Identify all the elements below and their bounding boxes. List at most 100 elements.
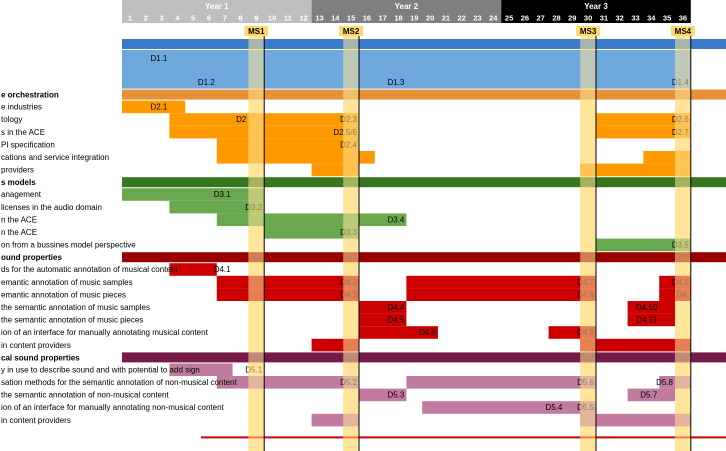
month-number-25: 25 — [505, 14, 513, 23]
row-label-8: cations and service integration — [1, 153, 109, 162]
month-number-33: 33 — [631, 14, 639, 23]
month-number-21: 21 — [442, 14, 450, 23]
deliverable-d4-10-1: D4.10 — [636, 303, 658, 312]
row-label-15: on from a bussines model perspective — [1, 241, 136, 250]
deliverable-d5-4-0: D5.4 — [545, 403, 562, 412]
milestone-label-ms4: MS4 — [675, 27, 692, 36]
task-bar-5-1 — [596, 113, 691, 126]
deliverable-d5-3-0: D5.3 — [387, 391, 404, 400]
task-bar-22-0 — [359, 326, 438, 339]
deliverable-d1-2-0: D1.2 — [198, 78, 215, 87]
deliverable-d4-1-0: D4.1 — [214, 265, 231, 274]
month-number-13: 13 — [315, 14, 323, 23]
task-bar-6-1 — [596, 125, 691, 139]
month-number-8: 8 — [238, 14, 242, 23]
header-bar-24 — [122, 352, 726, 363]
task-bar-9-1 — [580, 163, 691, 177]
month-number-7: 7 — [223, 14, 227, 23]
task-bar-18-0 — [216, 275, 359, 289]
row-header-label-10: s models — [1, 178, 36, 187]
row-label-28: ion of an interface for manually annotat… — [1, 403, 225, 412]
row-label-17: ds for the automatic annotation of music… — [1, 265, 178, 274]
month-number-17: 17 — [379, 14, 387, 23]
row-label-5: tology — [1, 115, 22, 124]
milestone-overlay-ms4 — [675, 37, 691, 451]
row-header-label-24: cal sound properties — [1, 353, 80, 362]
task-bar-4-0 — [122, 100, 186, 114]
row-label-13: n the ACE — [1, 215, 37, 224]
task-bar-11-0 — [122, 188, 265, 201]
header-bar-0 — [122, 39, 726, 49]
task-bar-21-0 — [359, 313, 407, 327]
row-label-25: y in use to describe sound and with pote… — [1, 365, 200, 374]
month-number-14: 14 — [331, 14, 340, 23]
row-label-9: providers — [1, 166, 34, 175]
month-number-34: 34 — [647, 14, 656, 23]
row-label-29: in content providers — [1, 416, 71, 425]
header-bar-30 — [201, 436, 726, 439]
month-number-4: 4 — [175, 14, 180, 23]
task-bar-25-0 — [169, 363, 233, 376]
month-number-5: 5 — [191, 14, 195, 23]
row-label-14: n the ACE — [1, 228, 37, 237]
deliverable-d4-4-0: D4.4 — [387, 303, 404, 312]
deliverable-d5-7-1: D5.7 — [640, 391, 657, 400]
row-header-label-3: e orchestration — [1, 91, 59, 100]
milestone-box-ms3 — [576, 26, 600, 36]
month-row-2 — [311, 12, 502, 23]
year-header-1 — [122, 0, 312, 12]
task-bar-14-0 — [264, 226, 359, 239]
month-number-15: 15 — [347, 14, 355, 23]
header-bar-10 — [122, 177, 726, 188]
row-label-22: ion of an interface for manually annotat… — [1, 328, 209, 337]
row-label-11: anagement — [1, 190, 42, 199]
milestone-box-ms2 — [339, 26, 363, 36]
month-number-19: 19 — [410, 14, 418, 23]
deliverable-d3-4-0: D3.4 — [387, 215, 404, 224]
month-number-2: 2 — [144, 14, 148, 23]
month-number-31: 31 — [600, 14, 608, 23]
task-bar-17-0 — [169, 263, 217, 276]
task-bar-18-1 — [406, 275, 596, 289]
year-header-2 — [311, 0, 502, 12]
year-header-3 — [501, 0, 691, 12]
milestone-overlay-ms1 — [248, 37, 265, 451]
month-number-22: 22 — [458, 14, 466, 23]
deliverable-d4-11-1: D4.11 — [636, 316, 657, 325]
year-label-2: Year 2 — [395, 2, 419, 11]
task-bar-20-1 — [627, 301, 675, 314]
milestone-box-ms1 — [244, 26, 269, 36]
year-label-1: Year 1 — [205, 2, 229, 11]
deliverable-d4-5-0: D4.5 — [387, 316, 404, 325]
task-bar-19-1 — [406, 288, 596, 301]
month-number-10: 10 — [268, 14, 276, 23]
month-number-28: 28 — [552, 14, 560, 23]
row-label-6: s in the ACE — [1, 128, 45, 137]
month-number-36: 36 — [679, 14, 687, 23]
row-label-18: emantic annotation of music samples — [1, 278, 133, 287]
task-bar-12-0 — [169, 200, 265, 214]
year-label-3: Year 3 — [584, 2, 608, 11]
task-bar-26-1 — [406, 376, 596, 389]
month-number-3: 3 — [159, 14, 163, 23]
month-number-1: 1 — [128, 14, 132, 23]
row-label-26: sation methods for the semantic annotati… — [1, 378, 237, 387]
deliverable-d4-6-0: D4.6 — [419, 328, 436, 337]
month-row-1 — [122, 12, 312, 23]
month-number-12: 12 — [300, 14, 308, 23]
milestone-label-ms3: MS3 — [580, 27, 597, 36]
row-label-12: licenses in the audio domain — [1, 203, 102, 212]
month-number-20: 20 — [426, 14, 434, 23]
month-number-18: 18 — [394, 14, 402, 23]
header-bar-16 — [122, 252, 726, 263]
month-number-29: 29 — [568, 14, 576, 23]
header-bar-3 — [122, 89, 726, 100]
milestone-label-ms2: MS2 — [343, 27, 360, 36]
task-bar-21-1 — [627, 313, 675, 327]
row-label-27: the semantic annotation of non-musical c… — [1, 391, 169, 400]
milestone-overlay-ms3 — [580, 37, 596, 451]
deliverable-d3-1-0: D3.1 — [214, 190, 231, 199]
task-bar-1-0 — [122, 50, 691, 76]
month-number-11: 11 — [284, 14, 292, 23]
month-number-23: 23 — [473, 14, 481, 23]
